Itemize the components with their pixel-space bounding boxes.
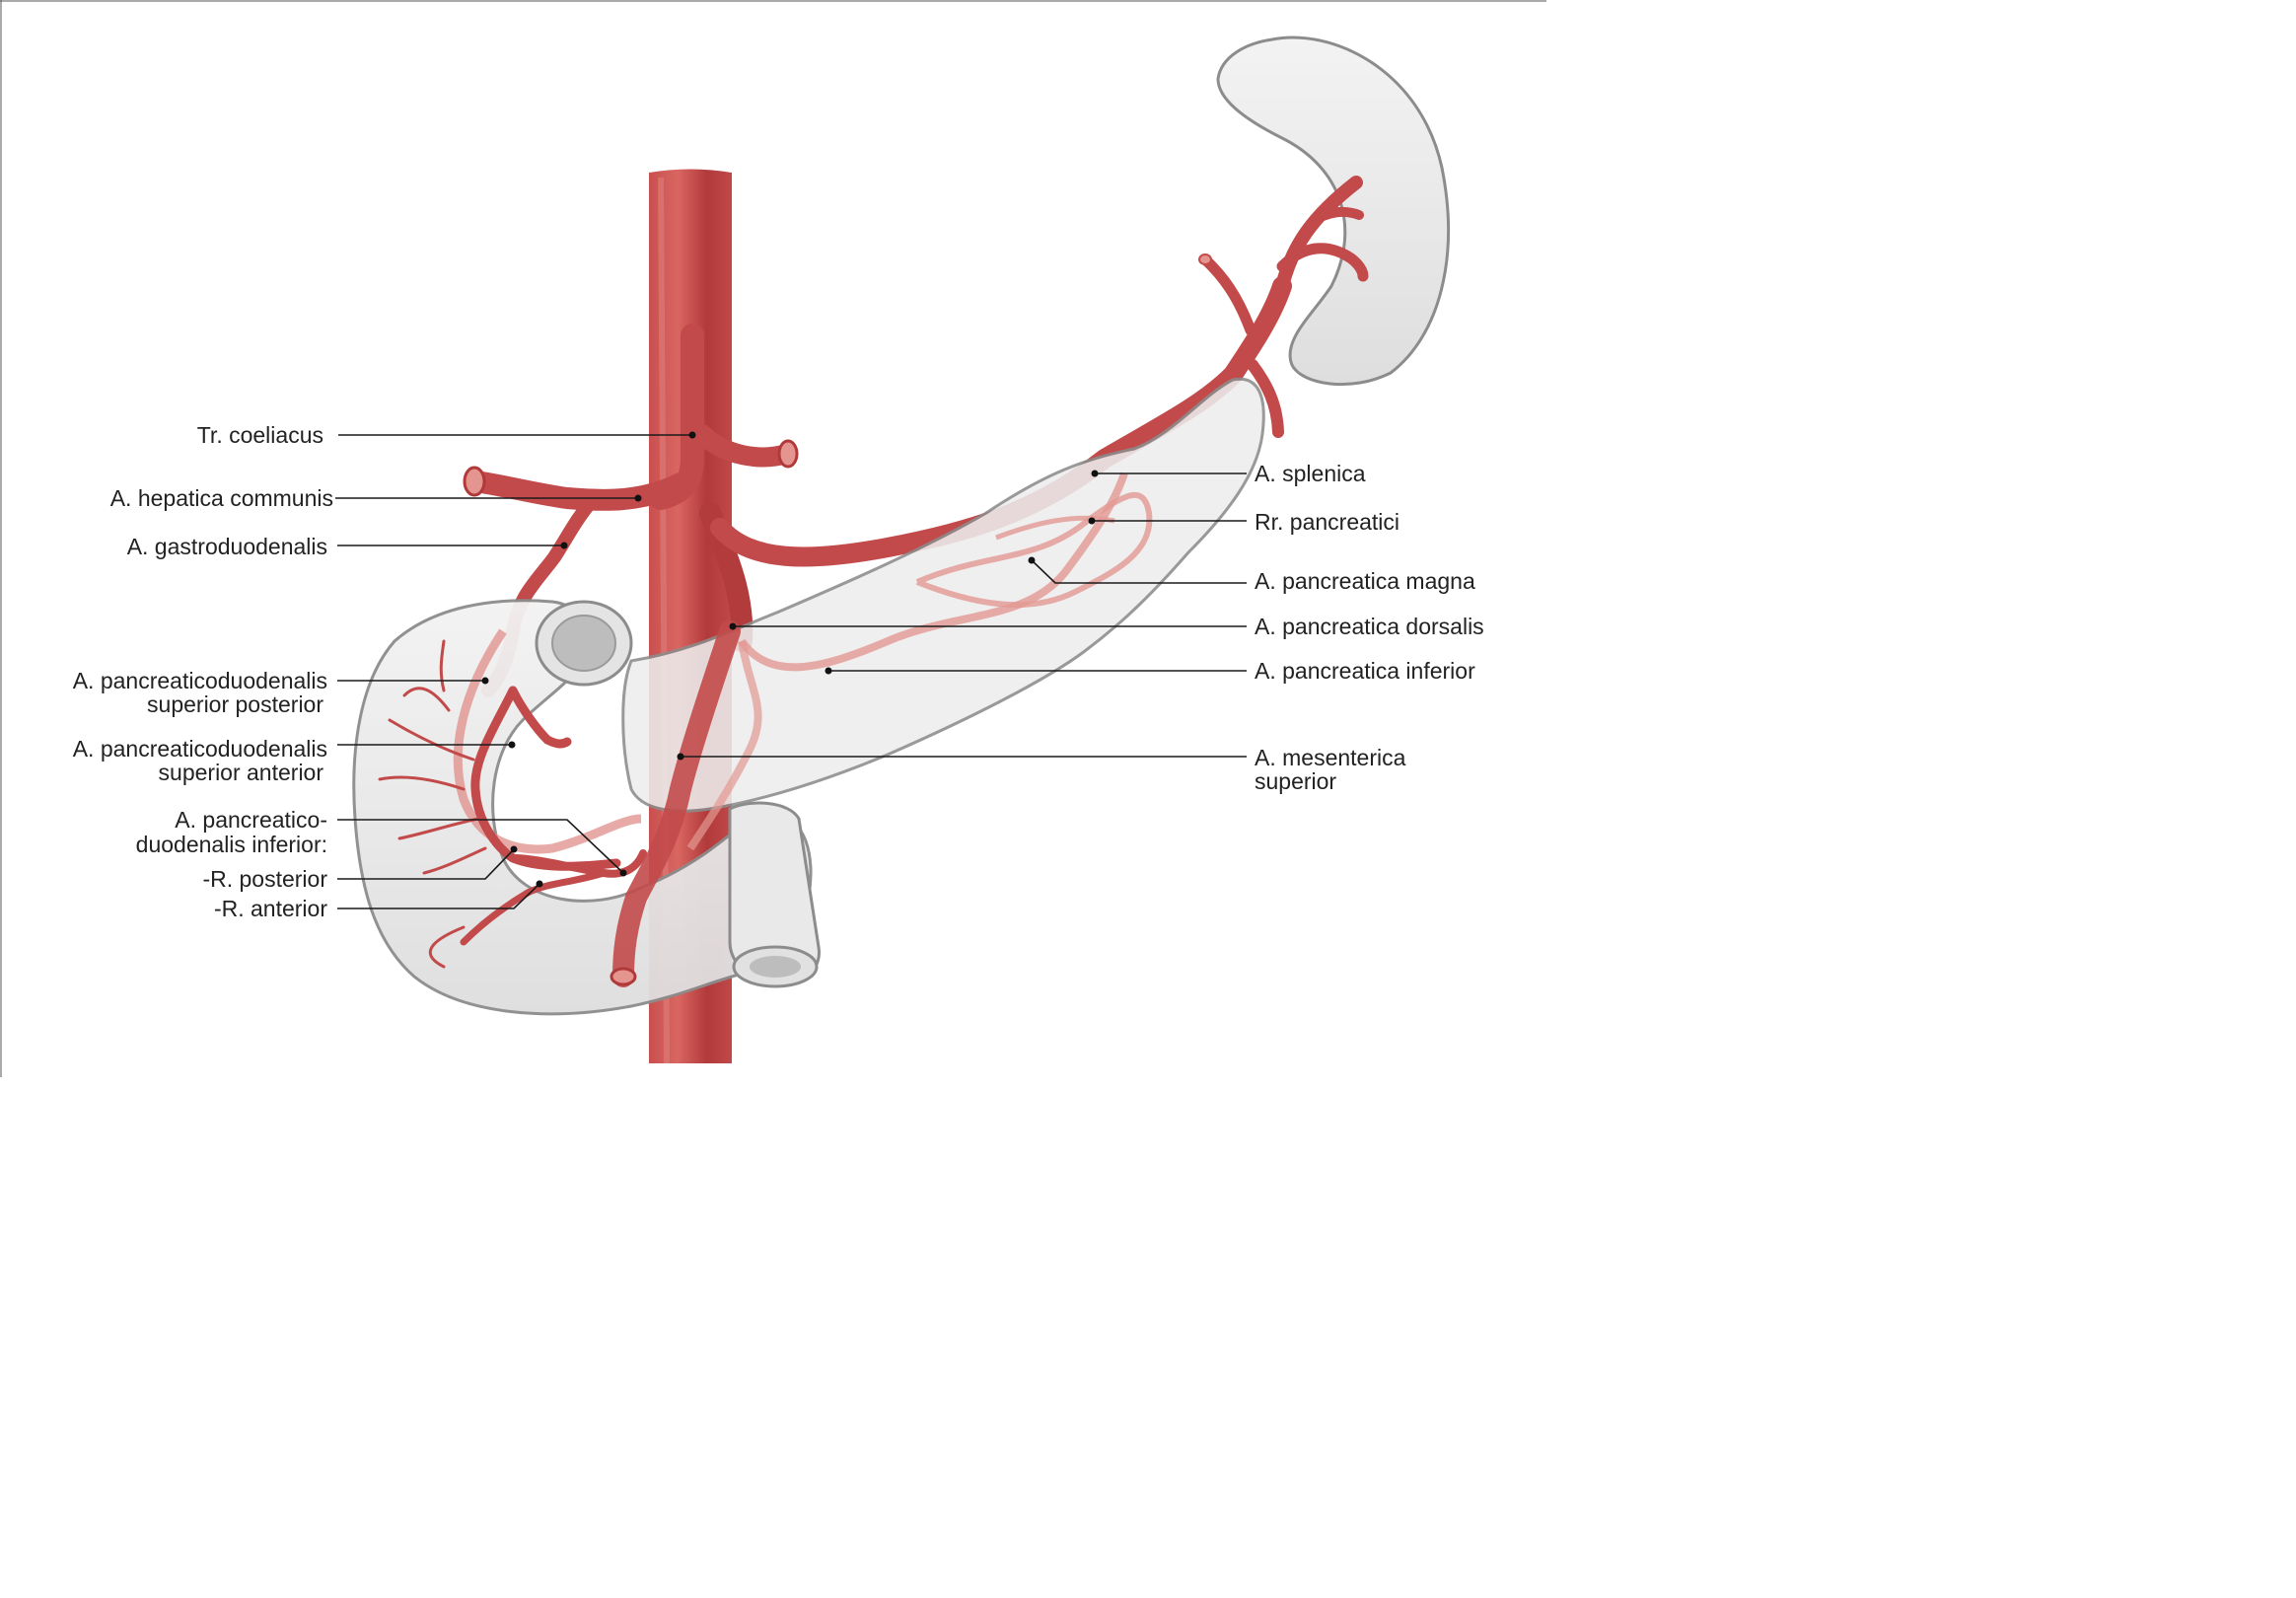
spleen: [1216, 36, 1450, 386]
label-tr-coeliacus: Tr. coeliacus: [197, 422, 696, 448]
hepatic-cut: [463, 466, 486, 497]
label-a-pd-inferior: A. pancreatico- duodenalis inferior:: [136, 807, 627, 877]
label-text-line2: duodenalis inferior:: [136, 832, 327, 857]
label-text: -R. anterior: [214, 896, 327, 921]
r-anterior-vessel: [460, 869, 608, 946]
label-text-line1: A. mesenterica: [1255, 745, 1406, 770]
label-text-line2: superior anterior: [159, 760, 324, 785]
label-r-anterior: -R. anterior: [214, 880, 543, 921]
splenic-branch-mid: [1276, 243, 1369, 282]
label-text: A. gastroduodenalis: [127, 534, 327, 559]
label-text: A. pancreatica magna: [1255, 568, 1475, 594]
label-rr-pancreatici: Rr. pancreatici: [1088, 509, 1399, 535]
label-text: A. hepatica communis: [110, 485, 333, 511]
jejunum-lumen: [750, 956, 801, 978]
left-gastric-artery: [692, 424, 797, 468]
label-a-pancreatica-inferior: A. pancreatica inferior: [825, 658, 1475, 684]
label-text-line1: A. pancreaticoduodenalis: [73, 736, 327, 762]
pancreas-arterial-supply-diagram: Tr. coeliacus A. hepatica communis A. ga…: [0, 0, 1546, 1077]
label-a-mesenterica-superior: A. mesenterica superior: [677, 745, 1406, 794]
label-text-line2: superior posterior: [147, 691, 323, 717]
label-a-pd-sup-anterior: A. pancreaticoduodenalis superior anteri…: [73, 736, 516, 785]
splenic-branch-upper: [1275, 176, 1363, 293]
splenic-branch-cut: [1198, 254, 1212, 265]
label-text: Tr. coeliacus: [197, 422, 323, 448]
label-a-splenica: A. splenica: [1091, 461, 1366, 486]
label-text: A. pancreatica inferior: [1255, 658, 1475, 684]
label-text-line1: A. pancreatico-: [175, 807, 327, 833]
label-a-pancreatica-magna: A. pancreatica magna: [1028, 556, 1475, 594]
label-a-gastroduodenalis: A. gastroduodenalis: [127, 534, 568, 559]
sma-cut: [610, 967, 637, 986]
label-text: Rr. pancreatici: [1255, 509, 1399, 535]
splenic-branch-down: [1247, 359, 1284, 438]
diagram-stage: Tr. coeliacus A. hepatica communis A. ga…: [0, 0, 1546, 1077]
label-a-pd-sup-posterior: A. pancreaticoduodenalis superior poster…: [73, 668, 489, 717]
duodenum-lumen: [551, 615, 616, 672]
sup-anterior-arcade: [470, 686, 621, 871]
label-a-hepatica-communis: A. hepatica communis: [110, 485, 642, 511]
common-hepatic-artery: [465, 471, 691, 511]
label-r-posterior: -R. posterior: [202, 845, 518, 892]
label-text-line2: superior: [1255, 768, 1336, 794]
pancreatica-dorsalis-vessel: [686, 640, 762, 851]
label-text: A. pancreatica dorsalis: [1255, 614, 1484, 639]
left-gastric-cut: [777, 439, 799, 469]
label-text: A. splenica: [1255, 461, 1366, 486]
label-a-pancreatica-dorsalis: A. pancreatica dorsalis: [729, 614, 1484, 639]
gastroduodenal-cont: [508, 686, 572, 749]
splenic-branch-left: [1199, 254, 1256, 336]
splenic-branch-upper2: [1307, 206, 1364, 227]
pancreatica-inferior-vessel: [738, 472, 1128, 672]
label-text-line1: A. pancreaticoduodenalis: [73, 668, 327, 693]
superior-mesenteric-artery: [612, 620, 741, 987]
label-text: -R. posterior: [202, 866, 327, 892]
twigs: [378, 639, 487, 969]
